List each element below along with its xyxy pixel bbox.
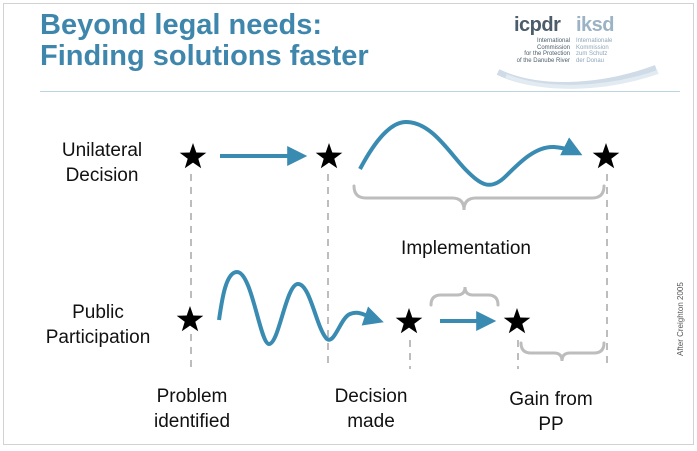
logo-german-name: Internationale Kommission zum Schutz der… [576, 38, 613, 64]
star-public-start [176, 306, 204, 332]
icpdr-logo: icpdr iksd International Commission for … [486, 10, 661, 90]
slide: Beyond legal needs: Finding solutions fa… [3, 3, 694, 445]
unilateral-decision-label: Unilateral Decision [61, 140, 143, 186]
source-credit: After Creighton 2005 [676, 282, 685, 356]
star-unilateral-start [179, 143, 207, 169]
star-decision-made [395, 308, 423, 334]
problem-identified-label: Problem identified [153, 386, 231, 432]
star-gain [503, 308, 531, 334]
milestone-guide-lines [190, 174, 608, 369]
logo-english-name: International Commission for the Protect… [516, 38, 570, 64]
title-line-2: Finding solutions faster [40, 40, 369, 72]
slide-title: Beyond legal needs: Finding solutions fa… [40, 10, 369, 72]
implementation-wave [358, 119, 583, 187]
star-unilateral-decision [315, 143, 343, 169]
decision-made-label: Decision made [334, 386, 408, 432]
gain-bracket [519, 341, 606, 362]
public-participation-label: Public Participation [45, 302, 151, 348]
title-line-1: Beyond legal needs: [40, 9, 323, 41]
brackets [352, 184, 606, 362]
star-unilateral-end [592, 143, 620, 169]
header-divider [40, 91, 680, 92]
timeline-diagram [176, 119, 620, 369]
gain-from-pp-label: Gain from PP [509, 389, 593, 435]
logo-icpdr-text: icpdr [514, 14, 561, 36]
implementation-bracket [352, 184, 606, 211]
logo-swoosh [496, 65, 659, 89]
implementation-label: Implementation [401, 238, 531, 259]
logo-iksd-text: iksd [576, 14, 615, 36]
public-participation-wave [217, 269, 384, 347]
decision-bracket [429, 286, 500, 307]
